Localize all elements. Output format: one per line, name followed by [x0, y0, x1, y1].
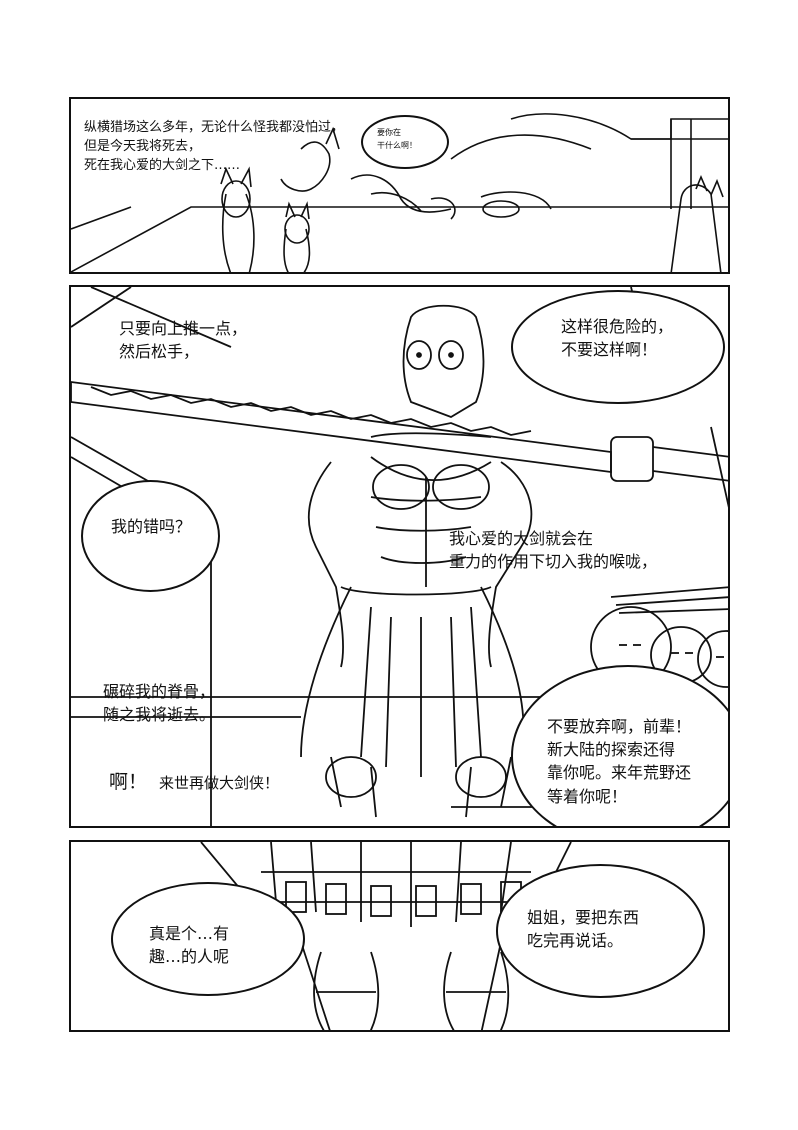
- panel-2-bubble-giveup-text: 不要放弃啊，前辈！ 新大陆的探索还得 靠你呢。来年荒野还 等着你呢！: [547, 717, 692, 806]
- panel-1-small-bubble-text: 要你在 干什么啊！: [377, 128, 417, 150]
- panel-1: 纵横猎场这么多年，无论什么怪我都没怕过， 但是今天我将死去， 死在我心爱的大剑之…: [69, 97, 730, 274]
- panel-3: 真是个…有 趣…的人呢 姐姐，要把东西 吃完再说话。: [69, 840, 730, 1032]
- panel-2-line-4-ah: 啊！: [109, 771, 148, 793]
- panel-2-line-3: 碾碎我的脊骨， 随之我将逝去。: [103, 682, 216, 725]
- panel-3-bubble-right: [496, 864, 705, 998]
- panel-1-art: [71, 113, 728, 272]
- panel-2-bubble-giveup: [511, 665, 728, 826]
- panel-1-narration: 纵横猎场这么多年，无论什么怪我都没怕过， 但是今天我将死去， 死在我心爱的大剑之…: [84, 120, 345, 173]
- panel-3-bubble-left-text: 真是个…有 趣…的人呢: [149, 924, 230, 967]
- panel-3-bubble-right-text: 姐姐，要把东西 吃完再说话。: [527, 908, 640, 951]
- panel-2-bubble-fault: [81, 480, 220, 592]
- panel-2: 只要向上推一点， 然后松手， 这样很危险的， 不要这样啊！ 我的错吗？ 我心爱的…: [69, 285, 730, 828]
- panel-2-line-1: 只要向上推一点， 然后松手，: [119, 319, 248, 362]
- panel-2-bubble-fault-text: 我的错吗？: [111, 517, 192, 536]
- panel-2-line-2: 我心爱的大剑就会在 重力的作用下切入我的喉咙，: [449, 529, 658, 572]
- panel-3-bubble-left: [111, 882, 305, 996]
- panel-2-bubble-danger: [511, 290, 725, 404]
- panel-2-line-4-rest: 来世再做大剑侠！: [159, 774, 280, 792]
- panel-2-bubble-danger-text: 这样很危险的， 不要这样啊！: [561, 317, 674, 360]
- panel-1-small-bubble: [361, 115, 449, 169]
